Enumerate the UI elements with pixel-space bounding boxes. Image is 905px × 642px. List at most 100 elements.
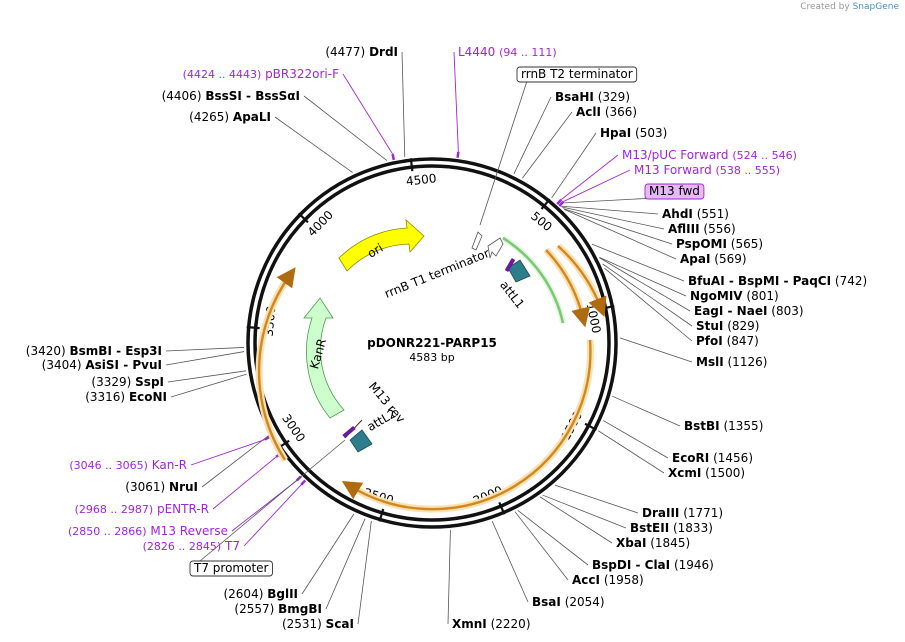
enzyme-site-msli[interactable]: MslI (1126) — [696, 355, 767, 369]
lead-afliii — [561, 206, 665, 230]
enzyme-name: BstEII — [630, 521, 669, 535]
enzyme-coord: (3329) — [91, 375, 131, 389]
enzyme-site-apai[interactable]: ApaI (569) — [680, 252, 747, 266]
enzyme-name: StuI — [696, 319, 723, 333]
ori-arrow[interactable] — [338, 218, 425, 272]
enzyme-site-acli[interactable]: AclI (366) — [576, 105, 637, 119]
enzyme-site-pspomi[interactable]: PspOMI (565) — [676, 237, 763, 251]
enzyme-site-xbai[interactable]: XbaI (1845) — [616, 536, 690, 550]
lead-pfoi — [604, 267, 693, 342]
enzyme-site-bsahi[interactable]: BsaHI (329) — [555, 90, 630, 104]
lead-acli — [522, 111, 573, 179]
tick-500 — [540, 198, 551, 210]
enzyme-coord: (1456) — [713, 451, 753, 465]
primer-range: (4424 .. 4443) — [183, 68, 262, 81]
enzyme-name: NgoMIV — [690, 289, 743, 303]
enzyme-name: NruI — [169, 480, 198, 494]
lead-bglii — [301, 513, 355, 595]
lead-bsssi-bsss-i — [303, 95, 388, 161]
rrnb-t1-arrow-a[interactable] — [471, 231, 483, 251]
enzyme-site-nrui[interactable]: (3061) NruI — [125, 480, 198, 494]
enzyme-name: XcmI — [668, 466, 701, 480]
primer-l4440[interactable]: L4440 (94 .. 111) — [458, 45, 557, 59]
enzyme-site-bglii[interactable]: (2604) BglII — [223, 587, 298, 601]
box-lead-rrnb-t2-terminator — [479, 80, 528, 226]
kanr-arrow[interactable] — [303, 297, 345, 419]
enzyme-site-ngomiv[interactable]: NgoMIV (801) — [690, 289, 779, 303]
primer-pentr-r[interactable]: (2968 .. 2987) pENTR-R — [75, 502, 209, 516]
rrnb-t1-terminator-label: rrnB T1 terminator — [383, 246, 492, 301]
enzyme-site-acci[interactable]: AccI (1958) — [572, 573, 644, 587]
enzyme-site-bmgbi[interactable]: (2557) BmgBI — [234, 602, 322, 616]
enzyme-site-ahdi[interactable]: AhdI (551) — [662, 207, 729, 221]
enzyme-name: AflIII — [668, 222, 700, 236]
tick-4000 — [297, 212, 309, 224]
feature-box-t7-promoter[interactable]: T7 promoter — [189, 560, 273, 577]
enzyme-site-drdi[interactable]: (4477) DrdI — [325, 45, 398, 59]
enzyme-site-bsssi-bsss-i[interactable]: (4406) BssSI - BssSαI — [162, 89, 300, 103]
enzyme-site-asisi-pvui[interactable]: (3404) AsiSI - PvuI — [42, 358, 162, 372]
enzyme-name: BmgBI — [278, 602, 322, 616]
primer-m13-forward[interactable]: M13 Forward (538 .. 555) — [634, 163, 780, 177]
attl1-arrow[interactable] — [507, 259, 531, 283]
primer-name: Kan-R — [152, 458, 187, 472]
enzyme-site-sspi[interactable]: (3329) SspI — [91, 375, 164, 389]
enzyme-coord: (3404) — [42, 358, 82, 372]
primer-range: (538 .. 555) — [716, 164, 781, 177]
enzyme-name: BglII — [267, 587, 298, 601]
lead-scai — [357, 520, 372, 625]
attl2-marker — [342, 425, 356, 439]
enzyme-coord: (329) — [598, 90, 630, 104]
feature-attl1[interactable]: attL1 — [497, 257, 531, 311]
feature-attl2[interactable]: attL2 — [342, 406, 399, 453]
enzyme-site-econi[interactable]: (3316) EcoNI — [85, 390, 167, 404]
enzyme-site-afliii[interactable]: AflIII (556) — [668, 222, 736, 236]
enzyme-site-xcmi[interactable]: XcmI (1500) — [668, 466, 745, 480]
enzyme-name: BsmBI - Esp3I — [70, 344, 162, 358]
enzyme-name: ApaLI — [233, 110, 271, 124]
enzyme-coord: (4265) — [189, 110, 229, 124]
enzyme-site-eagi-naei[interactable]: EagI - NaeI (803) — [694, 304, 804, 318]
lead-ecori — [603, 420, 669, 459]
enzyme-name: EcoNI — [129, 390, 167, 404]
enzyme-name: ApaI — [680, 252, 710, 266]
rrnb-t1-arrow-b[interactable] — [487, 237, 504, 259]
enzyme-coord: (803) — [771, 304, 803, 318]
enzyme-site-scai[interactable]: (2531) ScaI — [282, 617, 354, 631]
feature-box-rrnb-t2-terminator[interactable]: rrnB T2 terminator — [516, 66, 638, 83]
enzyme-site-apali[interactable]: (4265) ApaLI — [189, 110, 271, 124]
enzyme-site-bfuai-bspmi-paqci[interactable]: BfuAI - BspMI - PaqCI (742) — [688, 274, 867, 288]
orf-arc-right-outer — [545, 249, 591, 328]
enzyme-site-hpai[interactable]: HpaI (503) — [600, 126, 667, 140]
enzyme-coord: (4477) — [325, 45, 365, 59]
lead-nrui — [201, 435, 269, 488]
enzyme-site-pfoi[interactable]: PfoI (847) — [696, 334, 759, 348]
feature-kanr[interactable]: KanR — [303, 297, 345, 419]
enzyme-site-ecori[interactable]: EcoRI (1456) — [672, 451, 753, 465]
enzyme-site-bsmbi-esp3i[interactable]: (3420) BsmBI - Esp3I — [26, 344, 162, 358]
lead-bsteii — [542, 494, 627, 529]
feature-box-m13-fwd[interactable]: M13 fwd — [644, 183, 705, 200]
enzyme-site-bsteii[interactable]: BstEII (1833) — [630, 521, 713, 535]
primer-t7[interactable]: (2826 .. 2845) T7 — [143, 539, 240, 553]
primer-m13-reverse[interactable]: (2850 .. 2866) M13 Reverse — [68, 524, 228, 538]
orf-arcs — [255, 235, 607, 513]
primer-kan-r[interactable]: (3046 .. 3065) Kan-R — [69, 458, 187, 472]
label-leader-lines — [165, 51, 693, 625]
enzyme-name: BsaHI — [555, 90, 594, 104]
lead-ngomiv — [599, 257, 687, 297]
enzyme-site-bspdi-clai[interactable]: BspDI - ClaI (1946) — [592, 558, 714, 572]
feature-ori[interactable]: ori — [338, 218, 425, 272]
attl2-arrow[interactable] — [349, 429, 373, 453]
green-feature-arc — [502, 236, 565, 324]
enzyme-site-xmni[interactable]: XmnI (2220) — [452, 617, 531, 631]
enzyme-site-bstbi[interactable]: BstBI (1355) — [684, 419, 763, 433]
primer-m13-puc-forward[interactable]: M13/pUC Forward (524 .. 546) — [622, 148, 797, 162]
enzyme-site-bsai[interactable]: BsaI (2054) — [532, 595, 605, 609]
enzyme-site-stui[interactable]: StuI (829) — [696, 319, 760, 333]
lead-apai — [564, 208, 677, 260]
orf-arc-left — [257, 267, 296, 461]
enzyme-site-draiii[interactable]: DraIII (1771) — [642, 506, 723, 520]
primer-pbr322ori-f[interactable]: (4424 .. 4443) pBR322ori-F — [183, 67, 339, 81]
